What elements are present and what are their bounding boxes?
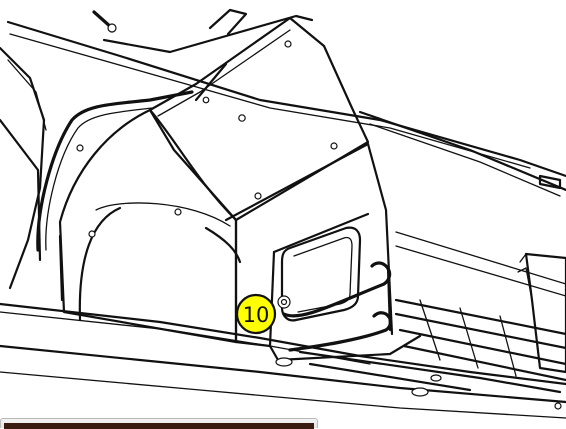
bottom-scroll-bar[interactable] — [0, 418, 318, 429]
grab-rail-left — [36, 90, 194, 302]
hull-outline — [0, 20, 566, 419]
callout-10: 10 — [235, 293, 277, 335]
grab-rail-right — [282, 261, 393, 352]
callout-10-badge — [235, 293, 277, 335]
bottom-bar-accent — [4, 423, 314, 429]
t-top-frame — [92, 8, 314, 102]
callout-10-label: 10 — [243, 303, 270, 327]
starboard-seat — [517, 174, 566, 374]
deck-grating — [275, 298, 566, 410]
console-body — [58, 16, 422, 362]
